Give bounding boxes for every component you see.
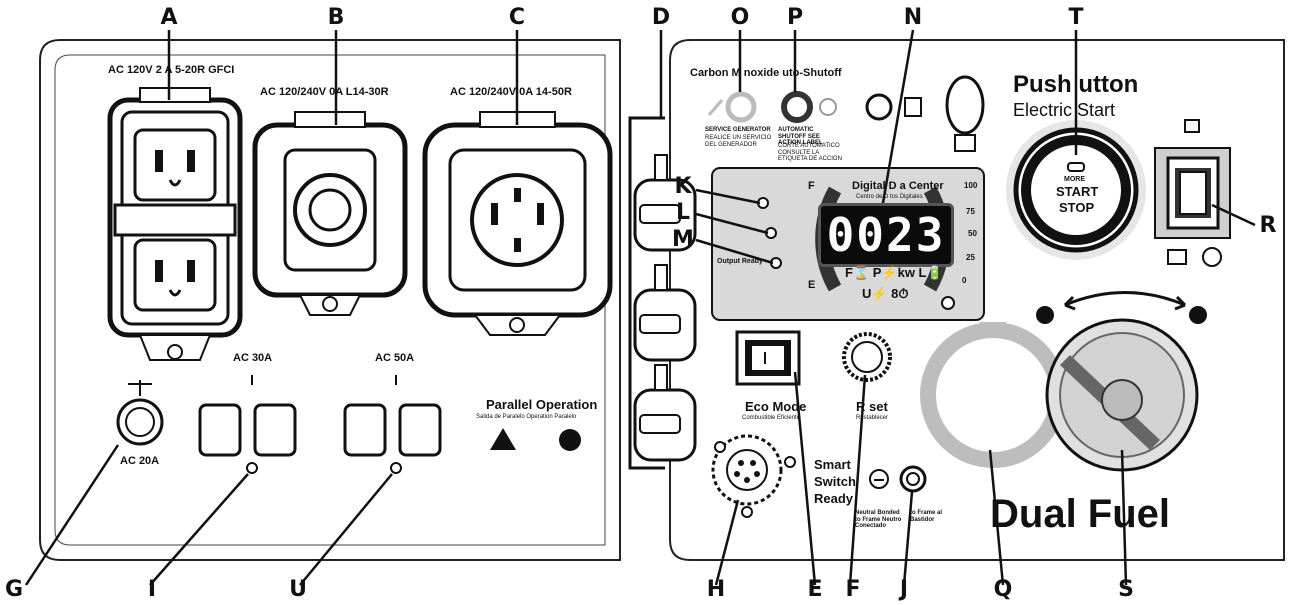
gfci-outlet-a [107, 87, 243, 361]
outlet-covers-d [628, 116, 697, 470]
right-panel-outline [669, 39, 1285, 561]
reset-label: R set [856, 399, 888, 414]
data-center-icons-row1: F⌛ P⚡kw L🔋 [845, 265, 943, 280]
smart-line2: Switch [814, 474, 856, 489]
co-title: Carbon M noxide uto-Shutoff [690, 67, 842, 79]
breaker-ac20 [116, 380, 164, 446]
co-auto-sub: CORTE AUTOMATICO CONSULTE LA ETIQUETA DE… [778, 143, 842, 163]
callout-k: K [674, 174, 692, 199]
ground-terminal [869, 465, 927, 493]
smart-switch-connector [711, 434, 796, 518]
callout-h: H [706, 577, 726, 602]
callout-lines [24, 29, 1256, 586]
callout-a: A [160, 5, 178, 30]
ground-right-label: to Frame al Bastidor [910, 510, 943, 523]
start-button[interactable] [1006, 120, 1146, 260]
fuel-selector-ring-q [920, 322, 1066, 468]
callout-d: D [651, 5, 671, 30]
callout-f: F [845, 577, 861, 602]
start-btn-start: START [1056, 184, 1099, 199]
dual-fuel-label: Dual Fuel [990, 492, 1171, 536]
breaker-ac20-label: AC 20A [120, 455, 160, 467]
electric-start-title: Electric Start [1013, 100, 1116, 120]
callout-t: T [1068, 5, 1084, 30]
pct-25: 25 [966, 253, 975, 262]
callout-m: M [672, 227, 694, 252]
callout-s: S [1118, 577, 1134, 602]
callout-i: I [147, 577, 157, 602]
push-button-title: Push utton [1013, 71, 1139, 98]
reset-sub: Restablecer [856, 415, 889, 421]
callout-r: R [1259, 213, 1277, 238]
outlet-a-label: AC 120V 2 A 5-20R GFCI [108, 64, 235, 76]
breaker-ac30 [198, 375, 297, 474]
callout-u: U [289, 577, 307, 602]
start-btn-stop: STOP [1059, 200, 1095, 215]
fuel-full-label: F [808, 180, 815, 192]
callout-p: P [786, 5, 804, 30]
data-center-title: Digital D a Center [852, 180, 944, 192]
outlet-c-label: AC 120/240V 0A 14-50R [450, 86, 572, 98]
callout-b: B [327, 5, 345, 30]
co-service-label: SERVICE GENERATOR [705, 127, 771, 133]
start-btn-more: MORE [1064, 176, 1085, 183]
outlet-b-label: AC 120/240V 0A L14-30R [260, 86, 389, 98]
data-center-subtitle: Centro de D tos Digitales [856, 194, 923, 200]
callout-o: O [730, 5, 750, 30]
pct-50: 50 [968, 229, 977, 238]
left-panel-outline [39, 39, 621, 561]
callout-g: G [4, 577, 24, 602]
eco-mode-sub: Combustible Eficiente [742, 415, 801, 421]
co-service-sub: REALICE UN SERVICIO DEL GENERADOR [705, 135, 772, 148]
callout-c: C [508, 5, 526, 30]
outlet-c-14-50r [422, 111, 613, 336]
breaker-ac50 [343, 375, 442, 474]
twist-lock-outlet-b [252, 111, 408, 316]
smart-line3: Ready [814, 491, 854, 506]
pct-100: 100 [964, 181, 978, 190]
fuel-selector-valve-s[interactable] [1036, 291, 1207, 472]
parallel-icons [490, 428, 581, 451]
smart-line1: Smart [814, 457, 851, 472]
parallel-title: Parallel Operation [486, 397, 598, 412]
fuel-empty-label: E [808, 279, 816, 291]
data-center-display: 0023 [818, 203, 954, 267]
output-ready-label: Output Ready [717, 258, 763, 265]
left-panel-inner [54, 54, 606, 546]
callout-q: Q [993, 577, 1013, 602]
callout-e: E [807, 577, 823, 602]
pct-0: 0 [962, 276, 967, 285]
co-auto-label: AUTOMATIC SHUTOFF SEE ACTION LABEL [778, 127, 823, 147]
breaker-ac50-label: AC 50A [375, 352, 415, 364]
reset-button[interactable] [842, 332, 892, 382]
callout-l: L [675, 200, 691, 225]
data-center-icons-row2: U⚡ 8⏱ [862, 286, 909, 301]
eco-mode-switch[interactable] [735, 330, 801, 386]
co-indicators [707, 75, 985, 152]
pct-75: 75 [966, 207, 975, 216]
callout-j: J [899, 577, 909, 602]
callout-n: N [903, 5, 923, 30]
main-power-switch-r[interactable] [1154, 119, 1231, 267]
ground-left-label: Neutral Bonded to Frame Neutro Conectado [855, 510, 902, 530]
eco-mode-label: Eco Mode [745, 399, 807, 414]
breaker-ac30-label: AC 30A [233, 352, 273, 364]
parallel-subtitle: Salida de Paralelo Operation Paralelo [476, 414, 577, 420]
